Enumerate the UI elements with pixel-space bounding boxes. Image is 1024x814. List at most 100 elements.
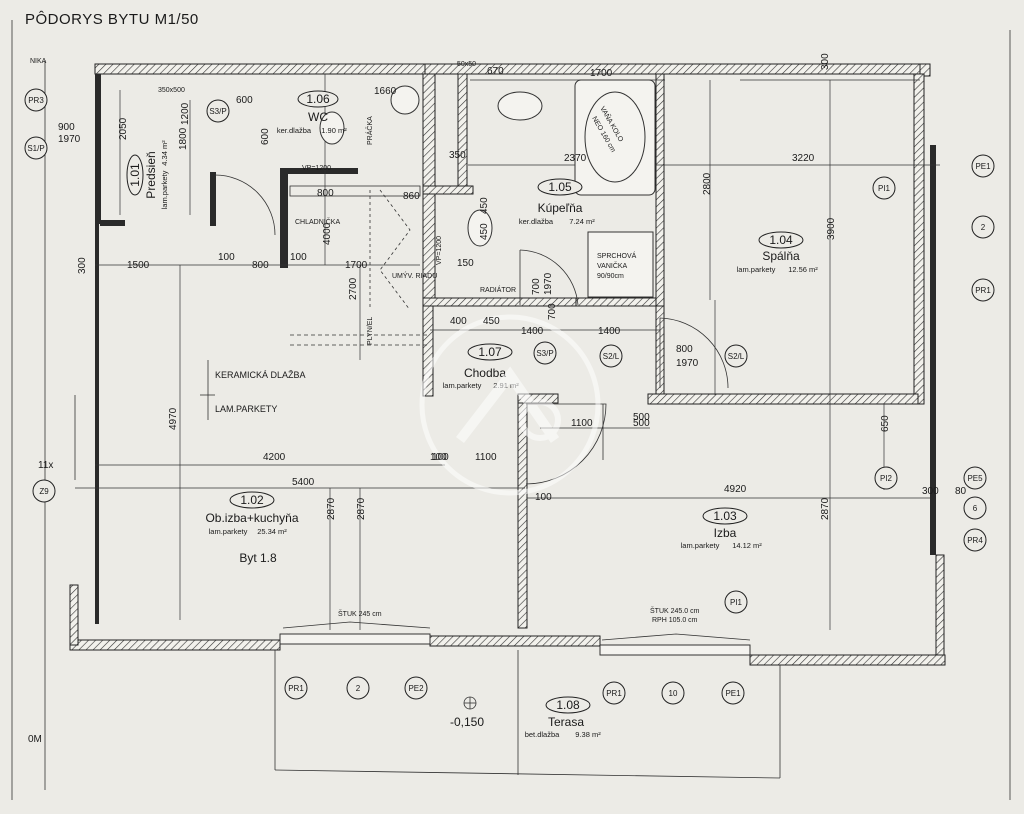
plan-title: PÔDORYS BYTU M1/50 [25, 11, 199, 28]
svg-text:S2/L: S2/L [728, 352, 745, 361]
dimension-value: 3220 [792, 153, 815, 164]
room-1-06-number: 1.06 [306, 92, 330, 106]
dimension-value: 450 [479, 197, 490, 214]
dimension-value: 1660 [374, 86, 397, 97]
room-1-08-floor: bet.dlažba [525, 730, 560, 739]
dimension-value: 5400 [292, 477, 315, 488]
gas-label: PLYN/EL [367, 317, 374, 345]
washer-label: PRÁČKA [365, 116, 374, 145]
room-1-04-number: 1.04 [769, 233, 793, 247]
svg-text:PE2: PE2 [408, 684, 424, 693]
kitchen-counter: CHLADNIČKA UMÝV. RIADU PLYN/EL PRÁČKA [289, 116, 437, 346]
room-1-01-number: 1.01 [128, 163, 142, 187]
niche-dim-2: 50x50 [457, 61, 476, 68]
dimension-value: 2870 [820, 497, 831, 520]
interior-walls [100, 73, 919, 629]
room-1-01-name: Predsieň [144, 151, 158, 198]
dimension-value: 1700 [345, 260, 368, 271]
floor-note-ceramic: KERAMICKÁ DLAŽBA [215, 370, 306, 380]
rph-label: RPH 105.0 cm [652, 617, 698, 624]
dimension-value: 1100 [475, 452, 497, 463]
window-tag: Z9 [32, 479, 56, 503]
room-1-01-area: 4.34 m² [160, 140, 169, 166]
dimension-value: 650 [880, 415, 891, 432]
svg-text:S3/P: S3/P [209, 107, 226, 116]
svg-text:PR1: PR1 [606, 689, 622, 698]
dimension-value: 800 [252, 260, 269, 271]
niche-label: NIKA [30, 58, 47, 65]
fridge-label: CHLADNIČKA [295, 217, 340, 226]
dimension-value: 1970 [676, 358, 699, 369]
shower-label-2: VANIČKA [597, 261, 628, 270]
room-1-03-area: 14.12 m² [732, 541, 762, 550]
outer-walls [69, 63, 946, 666]
bath-fixtures: VAŇA KOLO NEO 160 cm SPRCHOVÁ VANIČKA 90… [302, 79, 656, 298]
svg-text:PI1: PI1 [730, 598, 743, 607]
room-1-01-floor: lam.parkety [160, 170, 169, 209]
radiator-label: RADIÁTOR [480, 285, 516, 294]
dimension-value: 2800 [702, 172, 713, 195]
svg-text:S3/P: S3/P [536, 349, 553, 358]
window-tag: PE5 [963, 466, 987, 490]
room-1-04-floor: lam.parkety [737, 265, 776, 274]
shower-label-3: 90/90cm [597, 273, 624, 280]
room-1-07-floor: lam.parkety [443, 381, 482, 390]
dimension-value: 700 [531, 278, 542, 295]
svg-text:PR4: PR4 [967, 536, 983, 545]
room-1-06-name: WC [308, 110, 328, 124]
window-tag: PE1 [721, 681, 745, 705]
floor-note-parkety: LAM.PARKETY [215, 404, 277, 414]
room-1-02-floor: lam.parkety [209, 527, 248, 536]
room-1-04-name: Spálňa [762, 249, 800, 263]
svg-text:PE1: PE1 [725, 689, 741, 698]
room-1-05-floor: ker.dlažba [519, 217, 554, 226]
doors [74, 174, 751, 641]
dimension-value: 900 [58, 122, 75, 133]
dimension-value: 800 [676, 344, 693, 355]
dimension-value: 860 [403, 191, 420, 202]
dimension-value: 1200 [180, 102, 191, 125]
dimension-value: 450 [479, 223, 490, 240]
dimension-value: 2050 [118, 117, 129, 140]
room-1-05-name: Kúpeľňa [538, 201, 583, 215]
svg-text:6: 6 [973, 504, 978, 513]
stulk-1: ŠTUK 245 cm [338, 609, 382, 618]
dimension-value: 700 [547, 303, 558, 320]
room-1-07-number: 1.07 [478, 345, 502, 359]
shower-label-1: SPRCHOVÁ [597, 251, 637, 260]
dimension-value: 1700 [590, 68, 613, 79]
dimension-value: 100 [290, 252, 307, 263]
room-1-03-floor: lam.parkety [681, 541, 720, 550]
room-1-04-area: 12.56 m² [788, 265, 818, 274]
dimension-value: 300 [922, 486, 939, 497]
room-1-03-number: 1.03 [713, 509, 737, 523]
svg-text:PR3: PR3 [28, 96, 44, 105]
dimension-value: 300 [77, 257, 88, 274]
room-1-05-number: 1.05 [548, 180, 572, 194]
dimension-value: 100 [432, 452, 449, 463]
room-1-02-number: 1.02 [240, 493, 264, 507]
svg-text:S1/P: S1/P [27, 144, 44, 153]
vp-label-2: VP=1200 [436, 236, 443, 265]
dimension-value: 4920 [724, 484, 747, 495]
dimension-value: 100 [535, 492, 552, 503]
svg-text:PI2: PI2 [880, 474, 893, 483]
vp-label-1: VP=1200 [302, 165, 331, 172]
dimension-value: 100 [430, 452, 447, 463]
window-tag: PI1 [724, 590, 748, 614]
dimension-value: 1400 [598, 326, 621, 337]
level-mark: -0,150 [450, 715, 484, 729]
dimension-value: 1970 [58, 134, 81, 145]
svg-text:2: 2 [356, 684, 361, 693]
watermark-logo [419, 314, 601, 496]
room-labels: 1.01 Predsieň lam.parkety 4.34 m² 1.02 O… [126, 90, 818, 739]
dimension-value: 500 [633, 418, 650, 429]
window-tag: PE2 [404, 676, 428, 700]
window-tag: PI2 [874, 466, 898, 490]
svg-text:2: 2 [981, 223, 986, 232]
dimension-value: 500 [633, 412, 650, 423]
dimension-value: 2700 [348, 277, 359, 300]
dimension-value: 100 [218, 252, 235, 263]
niche-dim: 350x500 [158, 87, 185, 94]
